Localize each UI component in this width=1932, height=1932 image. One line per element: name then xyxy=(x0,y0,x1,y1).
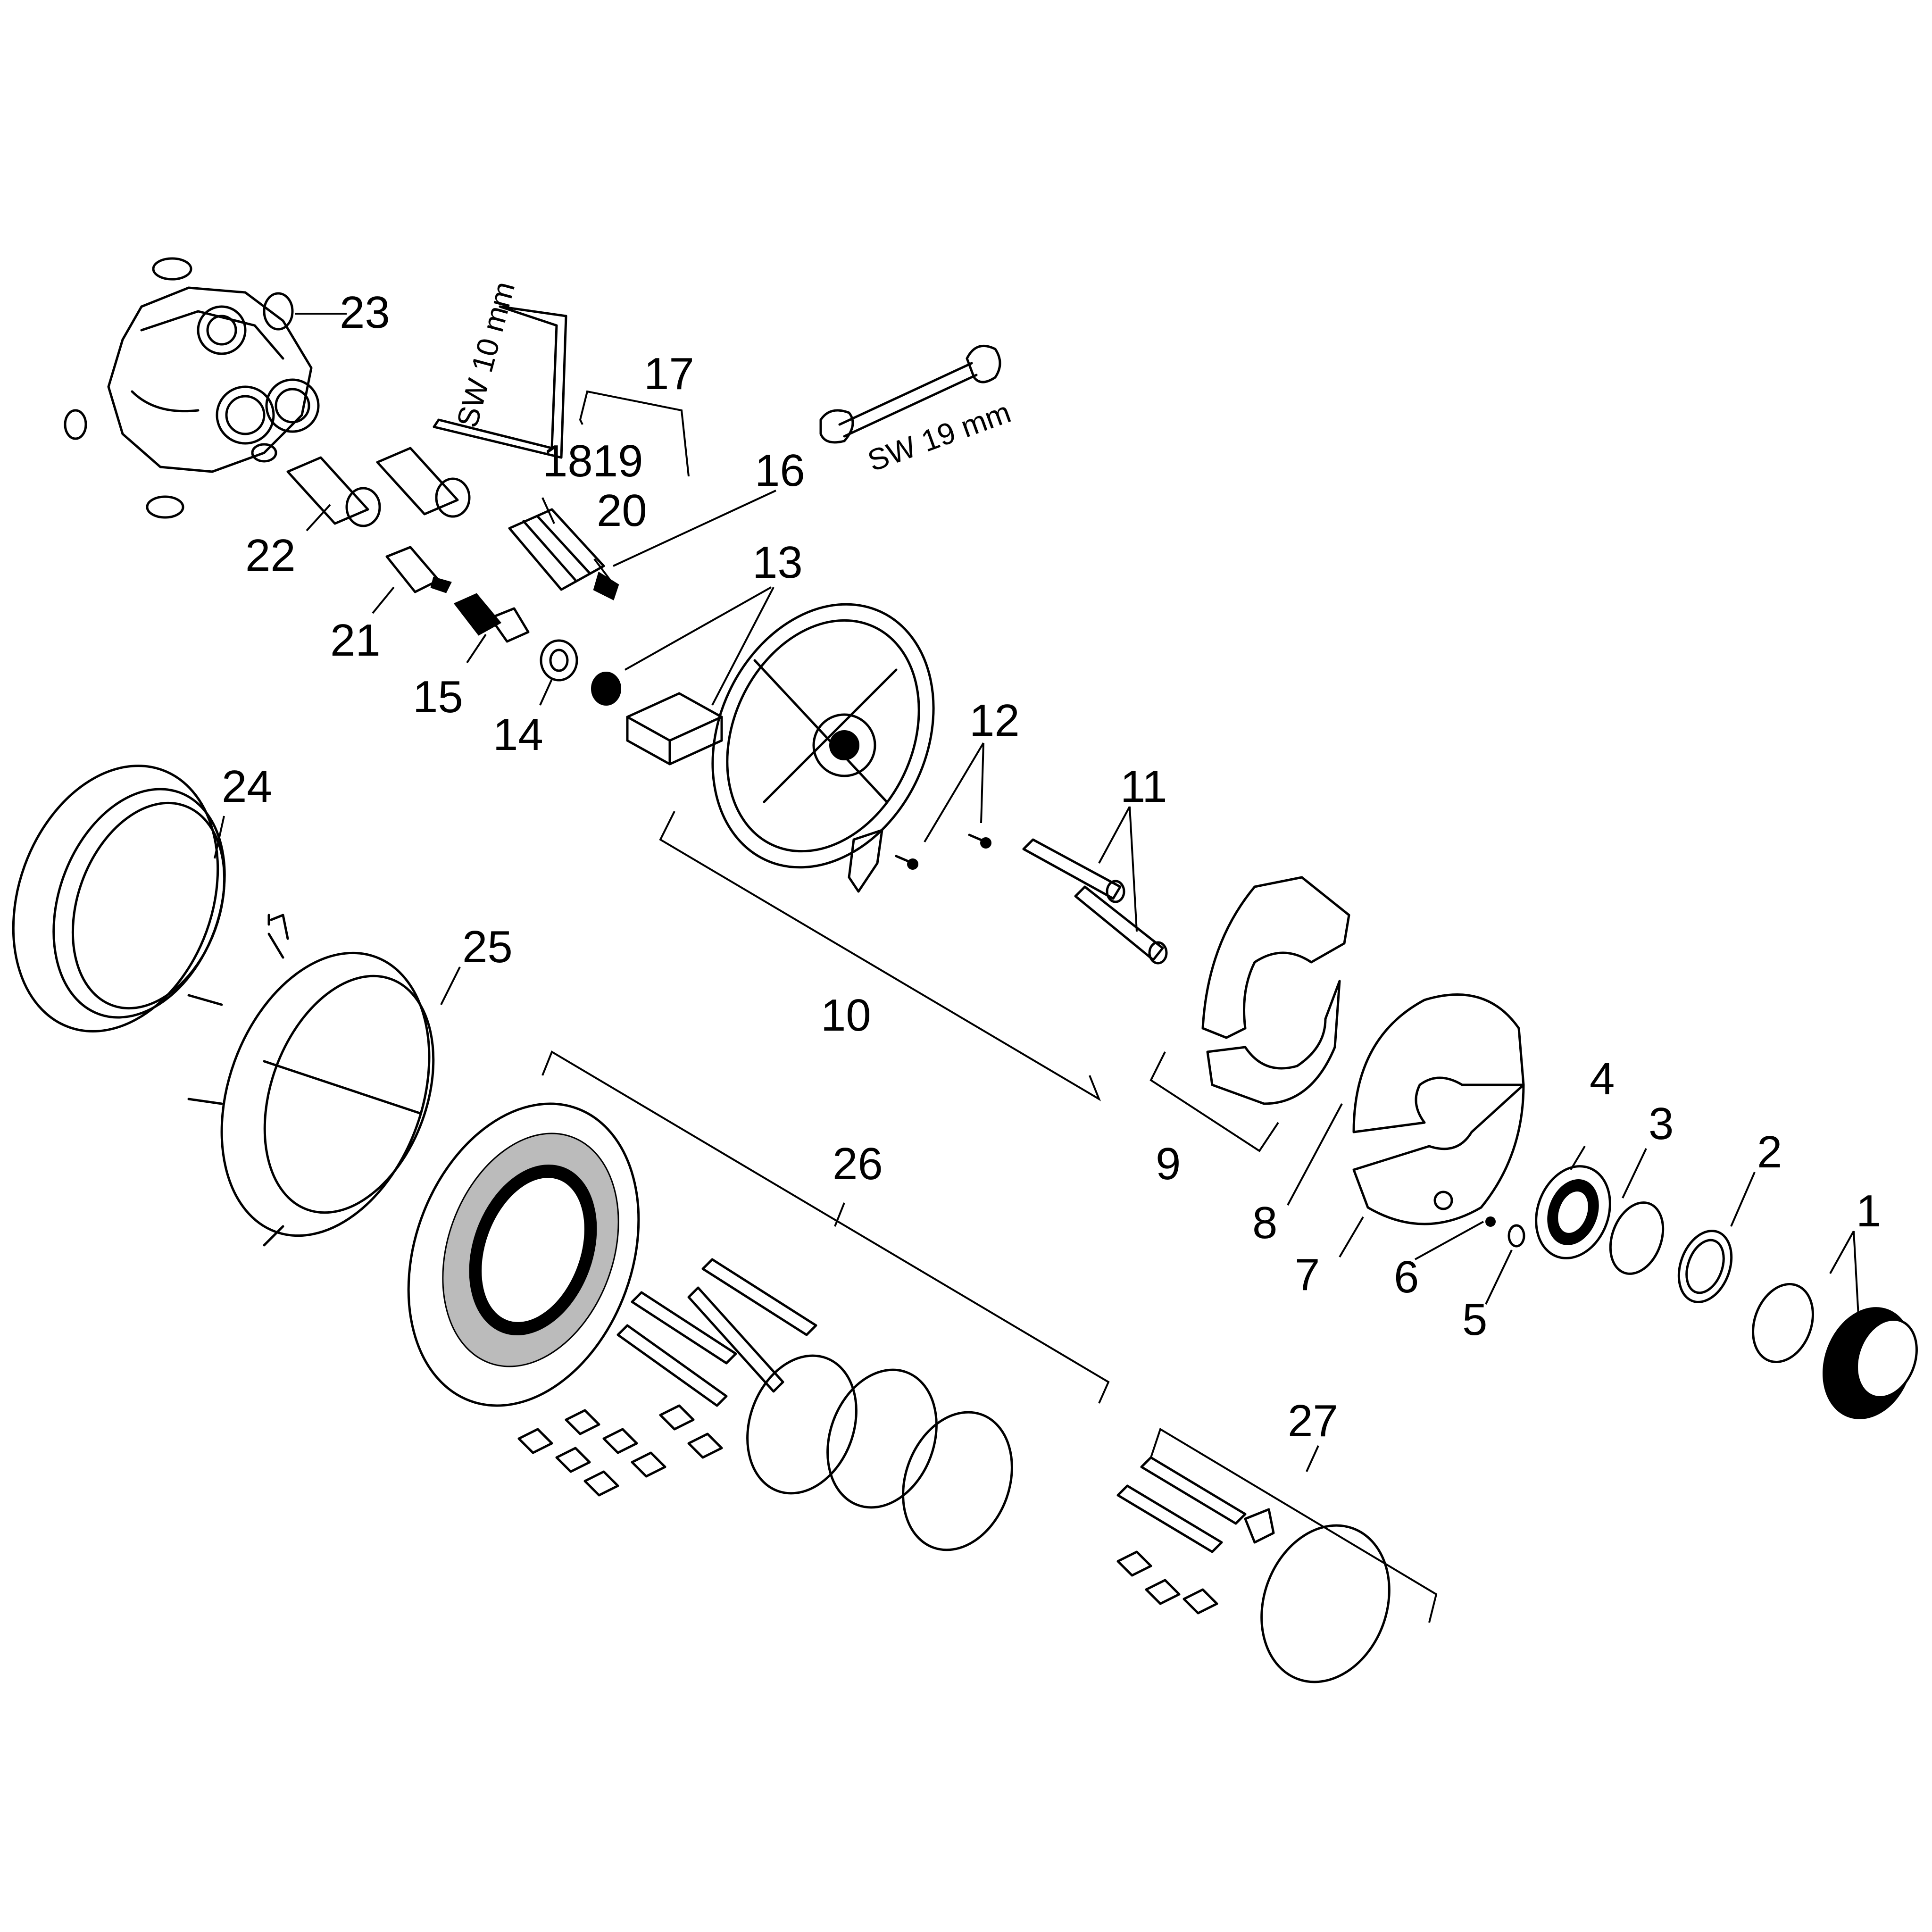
part-25-box xyxy=(187,914,435,1247)
callout-20: 20 xyxy=(597,485,647,536)
callout-17: 17 xyxy=(644,349,694,399)
part-3-oring xyxy=(1609,1201,1665,1275)
part-9-bracket xyxy=(1201,876,1350,1105)
part-8-7-cover-plate xyxy=(1352,993,1525,1225)
part-12-screws xyxy=(895,833,991,870)
callout-labels: 1 2 3 4 5 6 7 8 9 10 11 12 13 14 15 16 1… xyxy=(222,287,1881,1446)
part-1-knob xyxy=(1752,1283,1918,1419)
wrench-label: SW 19 mm xyxy=(863,395,1015,478)
callout-14: 14 xyxy=(493,709,543,760)
callout-26: 26 xyxy=(833,1139,883,1189)
part-15-cartridge xyxy=(453,593,530,643)
wrench-tool: SW 19 mm xyxy=(819,344,1015,478)
part-14-nut xyxy=(540,639,578,682)
part-2-ring xyxy=(1677,1230,1733,1303)
hex-key-label: SW 10 mm xyxy=(450,278,521,431)
callout-1: 1 xyxy=(1856,1186,1881,1236)
part-21-cartridge xyxy=(385,546,452,593)
part-4-ring xyxy=(1535,1165,1611,1259)
callout-13: 13 xyxy=(752,537,803,588)
callout-3: 3 xyxy=(1649,1099,1674,1149)
part-6-5-small xyxy=(1485,1216,1525,1248)
callout-22: 22 xyxy=(245,530,296,581)
callout-9: 9 xyxy=(1156,1139,1181,1189)
callout-10: 10 xyxy=(821,990,871,1041)
part-26-plaster-kit xyxy=(407,1102,1013,1551)
callout-27: 27 xyxy=(1288,1396,1338,1446)
callout-5: 5 xyxy=(1462,1294,1487,1345)
callout-8: 8 xyxy=(1252,1198,1277,1248)
part-11-extensions xyxy=(1022,838,1168,965)
callout-25: 25 xyxy=(462,922,513,972)
callout-24: 24 xyxy=(222,761,272,812)
callout-4: 4 xyxy=(1590,1054,1615,1104)
callout-1819: 1819 xyxy=(542,436,643,486)
part-22-cartridges xyxy=(286,447,471,527)
callout-23: 23 xyxy=(340,287,390,338)
callout-15: 15 xyxy=(413,672,463,722)
callout-12: 12 xyxy=(969,695,1020,746)
callout-6: 6 xyxy=(1394,1252,1419,1302)
callout-21: 21 xyxy=(330,615,381,666)
hex-key-tool: SW 10 mm xyxy=(433,278,567,459)
callout-11: 11 xyxy=(1120,761,1167,812)
callout-2: 2 xyxy=(1757,1127,1782,1177)
part-10-mounting-plate xyxy=(711,603,935,893)
part-23-valve-body xyxy=(64,257,320,519)
part-27-extension-kit xyxy=(1116,1456,1391,1683)
leader-lines xyxy=(214,313,1859,1623)
callout-7: 7 xyxy=(1295,1249,1320,1300)
callout-16: 16 xyxy=(755,445,805,496)
part-13-coupling xyxy=(591,672,723,766)
part-24-ring xyxy=(12,765,226,1033)
